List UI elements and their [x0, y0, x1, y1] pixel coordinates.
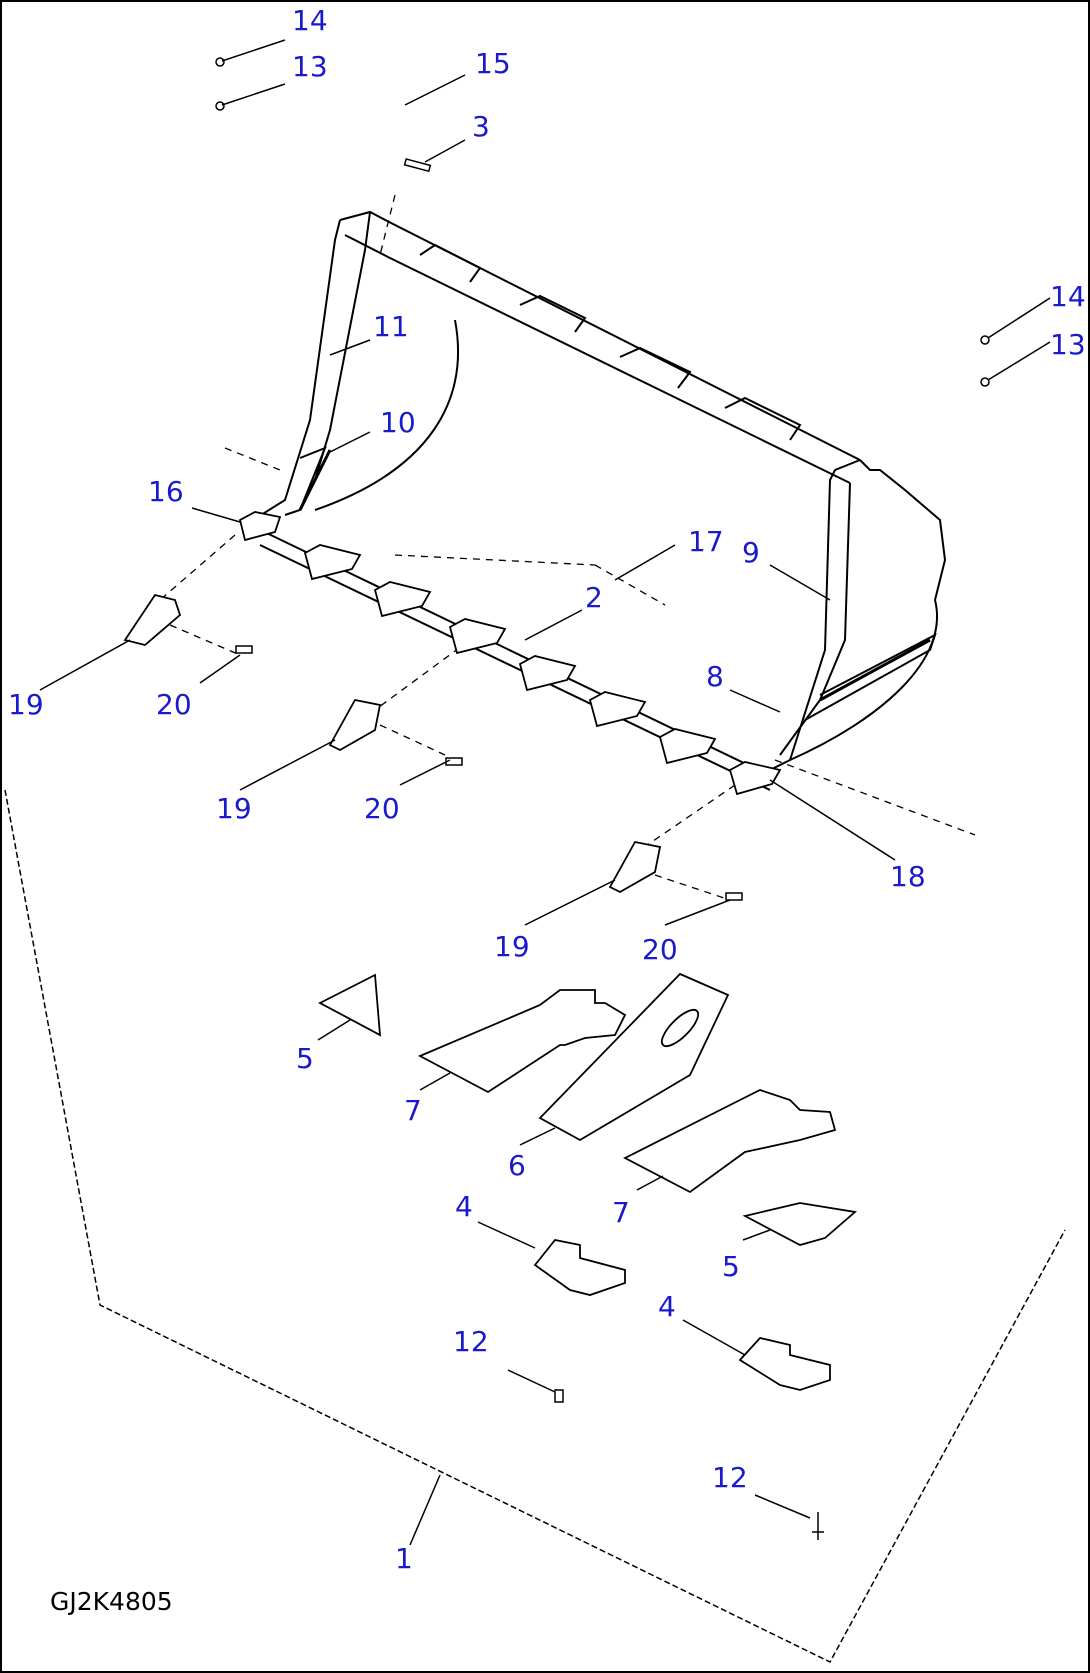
callout-9: 9 [742, 536, 760, 569]
callout-3: 3 [472, 110, 490, 143]
callout-17: 17 [688, 525, 724, 558]
callout-14: 14 [1050, 280, 1086, 313]
callout-6: 6 [508, 1149, 526, 1182]
callout-19: 19 [216, 792, 252, 825]
callout-11: 11 [373, 310, 409, 343]
callout-15: 15 [475, 47, 511, 80]
callout-1: 1 [395, 1542, 413, 1575]
callout-8: 8 [706, 660, 724, 693]
callout-12: 12 [453, 1325, 489, 1358]
callout-10: 10 [380, 406, 416, 439]
bucket-teeth [123, 593, 662, 894]
callout-20: 20 [642, 933, 678, 966]
callout-18: 18 [890, 860, 926, 893]
tooth-pins [235, 645, 743, 901]
callout-14: 14 [292, 4, 328, 37]
bolts-nuts [215, 57, 990, 387]
callout-4: 4 [455, 1190, 473, 1223]
diagram-code: GJ2K4805 [50, 1587, 173, 1616]
callout-13: 13 [292, 50, 328, 83]
callout-16: 16 [148, 475, 184, 508]
callout-19: 19 [494, 930, 530, 963]
side-cutters [298, 449, 931, 702]
callout-labels: 14 13 15 3 14 13 11 10 16 17 9 2 8 19 20… [8, 4, 1086, 1575]
group-boundary [4, 789, 1066, 1663]
assembly-lines [159, 194, 976, 901]
bucket-body [244, 210, 947, 791]
wear-plates [318, 972, 858, 1391]
callout-19: 19 [8, 688, 44, 721]
callout-5: 5 [722, 1250, 740, 1283]
callout-20: 20 [156, 688, 192, 721]
callout-2: 2 [585, 581, 603, 614]
callout-7: 7 [612, 1196, 630, 1229]
callout-5: 5 [296, 1042, 314, 1075]
callout-4: 4 [658, 1290, 676, 1323]
tooth-adapters [238, 511, 782, 796]
callout-12: 12 [712, 1461, 748, 1494]
callout-13: 13 [1050, 328, 1086, 361]
callout-20: 20 [364, 792, 400, 825]
callout-7: 7 [404, 1094, 422, 1127]
bolts-12 [554, 1389, 824, 1540]
leader-lines [39, 39, 1051, 1546]
